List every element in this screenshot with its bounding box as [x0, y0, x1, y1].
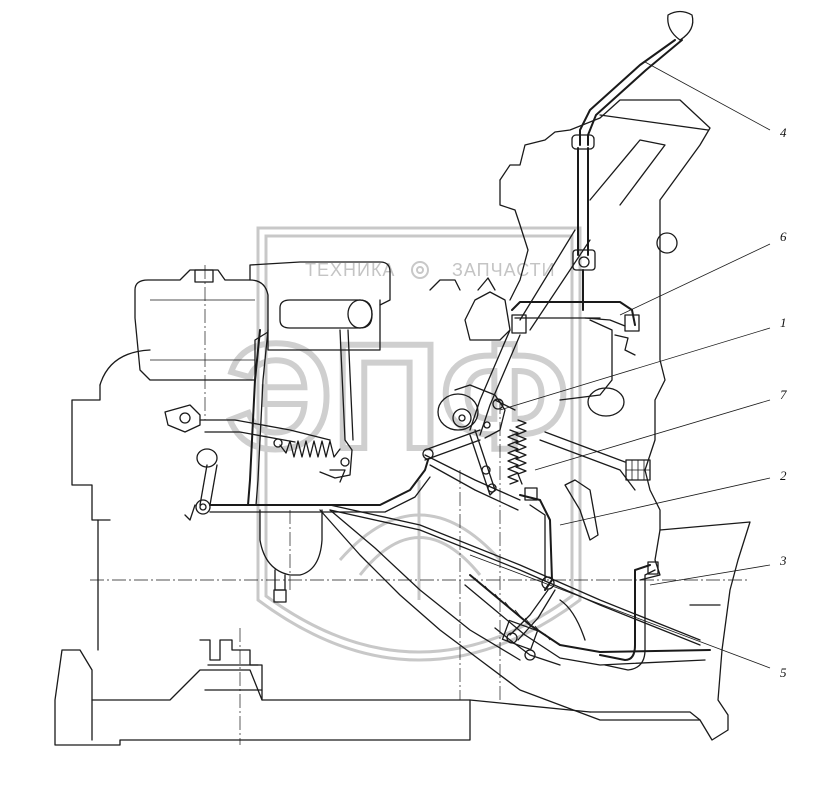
vertical-arm	[422, 429, 521, 511]
callout-labels: 4 6 1 7 2 3 5	[779, 125, 787, 680]
callout-7: 7	[780, 387, 787, 402]
leader-lines	[469, 61, 771, 669]
callout-3: 3	[779, 553, 787, 568]
watermark: ТЕХНИКА ЗАПЧАСТИ ЭПФ	[223, 226, 582, 662]
left-vertical-arm	[247, 329, 354, 506]
control-lever	[571, 10, 694, 311]
inclined-chute	[319, 509, 711, 721]
callout-1: 1	[780, 315, 787, 330]
watermark-big-text: ЭПФ	[226, 312, 569, 480]
spring-center	[507, 419, 538, 501]
rod-7	[539, 431, 636, 491]
gear-icon	[411, 261, 429, 279]
pivot-hub	[437, 384, 516, 439]
bottom-linkage	[501, 479, 659, 671]
rod-5	[329, 504, 701, 646]
watermark-text-left: ТЕХНИКА	[305, 260, 395, 280]
cross-rod	[511, 301, 640, 356]
left-linkage	[164, 404, 431, 521]
engine-block	[54, 99, 751, 746]
callout-6: 6	[780, 229, 787, 244]
callout-2: 2	[780, 468, 787, 483]
callout-5: 5	[780, 665, 787, 680]
watermark-text-right: ЗАПЧАСТИ	[452, 260, 556, 280]
inclined-link	[469, 229, 591, 436]
callout-4: 4	[780, 125, 787, 140]
wheat-ear-icon	[338, 480, 502, 600]
